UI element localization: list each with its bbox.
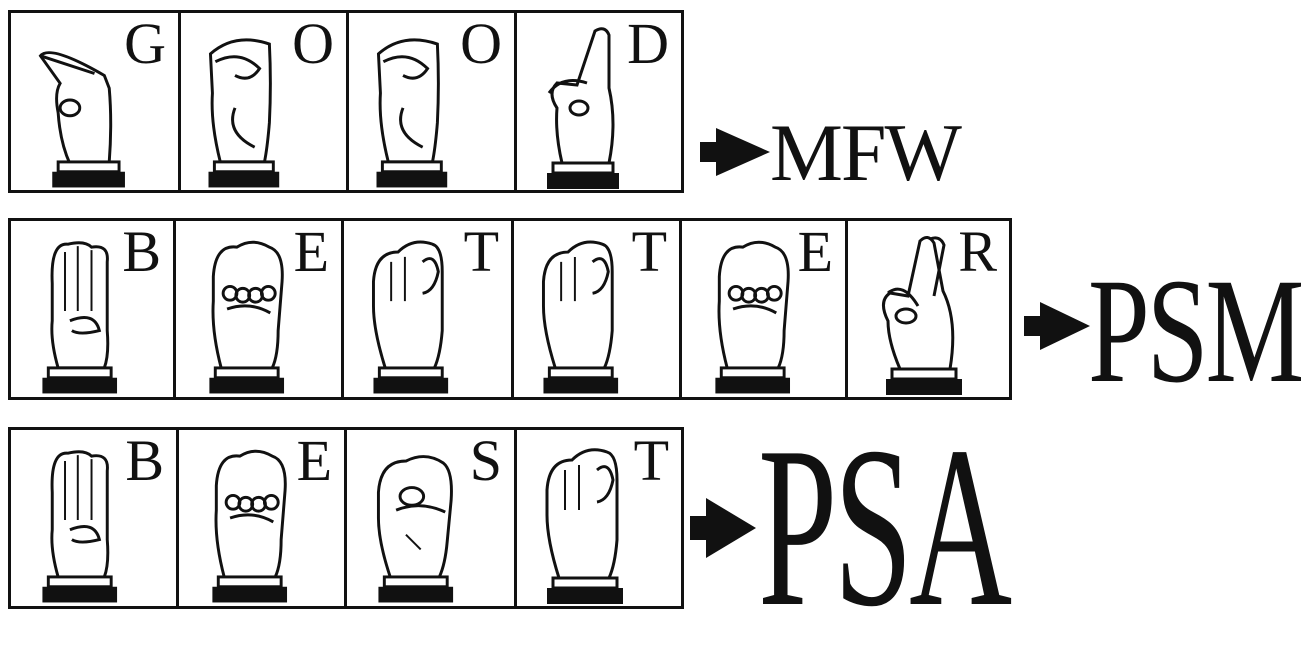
letter-label: S xyxy=(470,432,502,490)
letter-label: E xyxy=(297,432,332,490)
card-o: O xyxy=(349,13,517,190)
letter-label: O xyxy=(460,15,502,73)
right-arrow-icon xyxy=(700,128,770,176)
card-g: G xyxy=(11,13,181,190)
card-t: T xyxy=(514,221,682,397)
card-r: R xyxy=(848,221,1009,397)
card-t: T xyxy=(344,221,514,397)
letter-label: O xyxy=(292,15,334,73)
letter-label: B xyxy=(125,432,164,490)
result-psa: PSA xyxy=(758,412,1008,642)
result-psm: PSM xyxy=(1088,256,1301,406)
card-e: E xyxy=(179,430,347,606)
card-t: T xyxy=(517,430,681,606)
letter-label: R xyxy=(958,223,997,281)
letter-label: B xyxy=(122,223,161,281)
card-o: O xyxy=(181,13,349,190)
card-e: E xyxy=(176,221,344,397)
card-e: E xyxy=(682,221,848,397)
right-arrow-icon xyxy=(690,498,756,558)
letter-label: E xyxy=(294,223,329,281)
right-arrow-icon xyxy=(1024,302,1090,350)
letter-label: D xyxy=(627,15,669,73)
letter-label: T xyxy=(632,223,667,281)
result-mfw: MFW xyxy=(770,112,960,194)
card-b: B xyxy=(11,430,179,606)
row-good: G O O D xyxy=(8,10,684,193)
row-better: B E T T xyxy=(8,218,1012,400)
row-best: B E S T xyxy=(8,427,684,609)
letter-label: G xyxy=(124,15,166,73)
letter-label: T xyxy=(634,432,669,490)
card-b: B xyxy=(11,221,176,397)
card-s: S xyxy=(347,430,517,606)
card-d: D xyxy=(517,13,681,190)
letter-label: E xyxy=(798,223,833,281)
letter-label: T xyxy=(464,223,499,281)
